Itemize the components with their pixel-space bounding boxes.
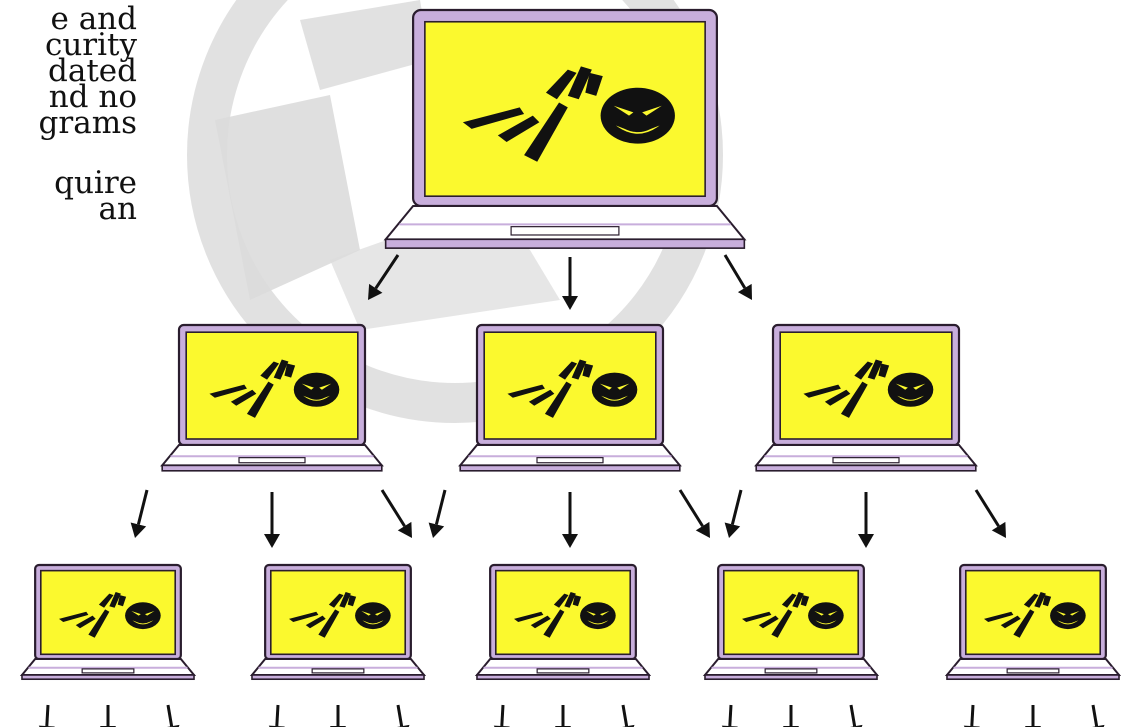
- laptop-icon: [460, 325, 680, 471]
- laptop-icon: [162, 325, 382, 471]
- down-arrow-icon: [368, 255, 398, 300]
- down-arrow-icon: [858, 492, 874, 548]
- down-arrow-icon: [1025, 705, 1041, 727]
- down-arrow-icon: [555, 705, 571, 727]
- down-arrow-icon: [976, 490, 1006, 538]
- down-arrow-icon: [847, 705, 863, 727]
- laptop-icon: [22, 565, 194, 679]
- down-arrow-icon: [1089, 705, 1105, 727]
- down-arrow-icon: [382, 490, 412, 538]
- down-arrow-icon: [429, 490, 445, 538]
- laptop-base-edge: [386, 239, 745, 248]
- laptop-base-edge: [22, 675, 194, 679]
- laptop-base-edge: [947, 675, 1119, 679]
- down-arrow-icon: [562, 492, 578, 548]
- laptop-base-edge: [252, 675, 424, 679]
- down-arrow-icon: [964, 705, 980, 727]
- laptop-base-edge: [162, 465, 382, 470]
- down-arrow-icon: [725, 490, 741, 538]
- laptop-icon: [386, 10, 745, 248]
- laptop-icon: [756, 325, 976, 471]
- down-arrow-icon: [164, 705, 180, 727]
- down-arrow-icon: [725, 255, 752, 300]
- down-arrow-icon: [39, 705, 55, 727]
- laptop-keyboard: [386, 206, 745, 239]
- down-arrow-icon: [494, 705, 510, 727]
- down-arrow-icon: [680, 490, 710, 538]
- down-arrow-icon: [269, 705, 285, 727]
- down-arrow-icon: [619, 705, 635, 727]
- down-arrow-icon: [562, 257, 578, 310]
- down-arrow-icon: [100, 705, 116, 727]
- down-arrow-icon: [330, 705, 346, 727]
- laptop-base-edge: [756, 465, 976, 470]
- laptop-icon: [477, 565, 649, 679]
- laptop-icon: [947, 565, 1119, 679]
- down-arrow-icon: [394, 705, 410, 727]
- down-arrow-icon: [783, 705, 799, 727]
- laptop-base-edge: [460, 465, 680, 470]
- laptop-icon: [705, 565, 877, 679]
- down-arrow-icon: [264, 492, 280, 548]
- laptop-base-edge: [705, 675, 877, 679]
- down-arrow-icon: [131, 490, 147, 538]
- laptop-icon: [252, 565, 424, 679]
- down-arrow-icon: [722, 705, 738, 727]
- laptop-base-edge: [477, 675, 649, 679]
